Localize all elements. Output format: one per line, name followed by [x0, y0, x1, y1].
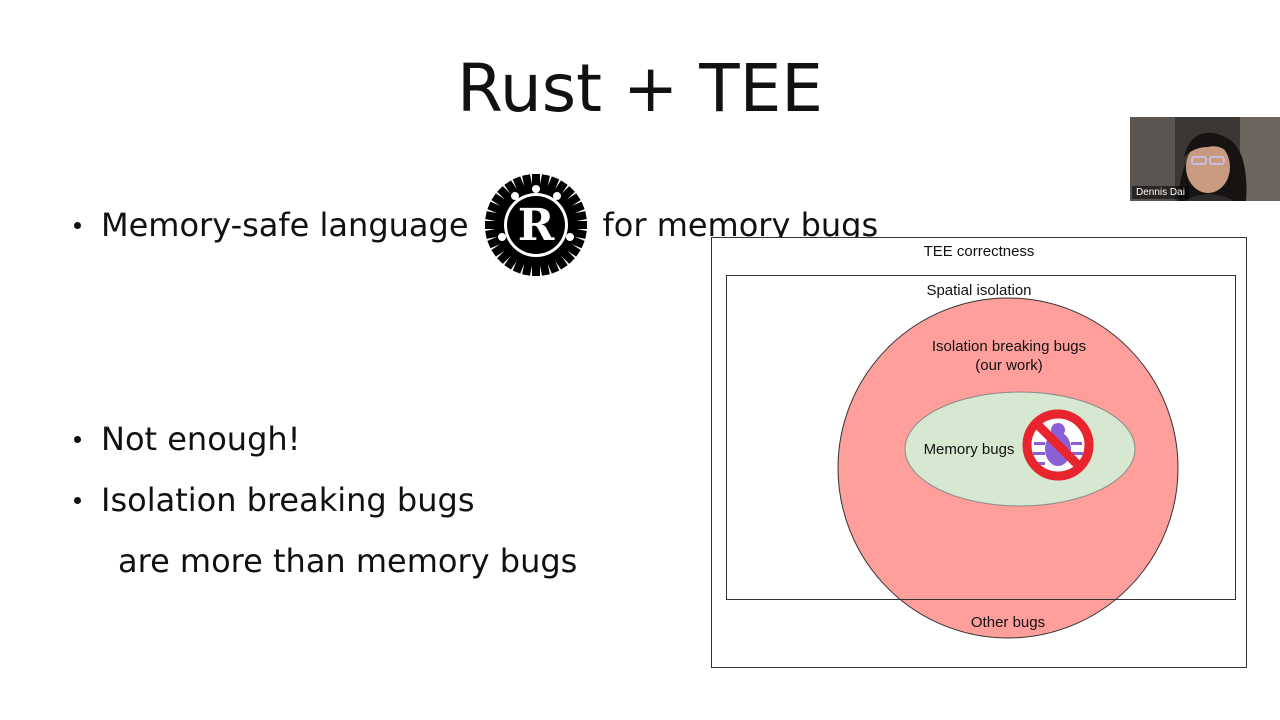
- bullet-text: Isolation breaking bugs: [101, 481, 475, 519]
- rust-gear-tooth: [552, 253, 568, 270]
- memory-bugs-label: Memory bugs: [923, 441, 1015, 458]
- bullet-text: Memory-safe language: [101, 206, 469, 244]
- rust-gear-tooth: [490, 242, 507, 257]
- isolation-bugs-label-line1: Isolation breaking bugs: [931, 338, 1087, 355]
- rust-gear-tooth: [545, 257, 559, 274]
- rust-gear-tooth: [484, 211, 501, 222]
- rust-gear-tooth: [571, 228, 587, 239]
- rust-logo-icon: R: [484, 174, 587, 276]
- rust-logo-letter: R: [517, 200, 554, 251]
- rust-gear-tooth: [564, 193, 581, 208]
- rust-gear-tooth: [503, 253, 519, 270]
- rust-gear-tooth: [521, 260, 533, 276]
- rust-gear-tooth: [512, 257, 526, 274]
- rust-gear-tooth: [572, 221, 587, 229]
- participant-video-tile[interactable]: Dennis Dai: [1130, 117, 1280, 201]
- bullet-dot: [74, 221, 81, 229]
- rust-gear-tooth: [496, 186, 513, 202]
- rust-gear-tooth: [512, 176, 526, 193]
- no-bug-icon: [1022, 409, 1094, 481]
- rust-gear-tooth: [486, 201, 503, 215]
- rust-gear-tooth: [558, 248, 575, 264]
- rust-gear-tooth: [568, 201, 585, 215]
- rust-gear-tooth: [538, 260, 550, 276]
- rust-gear-tooth: [531, 262, 540, 276]
- bullet-isolation: Isolation breaking bugs: [74, 481, 474, 519]
- rust-gear-tooth: [521, 174, 533, 190]
- rust-gear-tooth: [571, 211, 587, 222]
- isolation-bugs-label-line2: (our work): [975, 357, 1043, 374]
- bullet-not-enough: Not enough!: [74, 420, 300, 458]
- bug-classification-diagram: TEE correctness Spatial isolation Isolat…: [711, 237, 1247, 668]
- other-bugs-label: Other bugs: [970, 614, 1046, 631]
- rust-gear-tooth: [558, 186, 575, 202]
- tee-correctness-label: TEE correctness: [923, 243, 1035, 260]
- rust-gear-tooth: [531, 174, 540, 188]
- rust-gear-tooth: [538, 174, 550, 190]
- bullet-isolation-continued: are more than memory bugs: [118, 542, 578, 580]
- rust-gear-tooth: [484, 221, 499, 229]
- slide-title: Rust + TEE: [457, 50, 823, 127]
- rust-gear-tooth: [484, 228, 501, 239]
- participant-name: Dennis Dai: [1132, 186, 1189, 199]
- spatial-isolation-label: Spatial isolation: [926, 282, 1032, 299]
- rust-gear-tooth: [490, 193, 507, 208]
- rust-gear-tooth: [545, 176, 559, 193]
- bullet-text: Not enough!: [101, 420, 301, 458]
- diagram-shapes: [711, 237, 1247, 668]
- bullet-dot: [74, 496, 81, 504]
- spatial-isolation-box: [726, 275, 1236, 600]
- rust-gear-tooth: [564, 242, 581, 257]
- bullet-dot: [74, 435, 81, 443]
- rust-gear-tooth: [496, 248, 513, 264]
